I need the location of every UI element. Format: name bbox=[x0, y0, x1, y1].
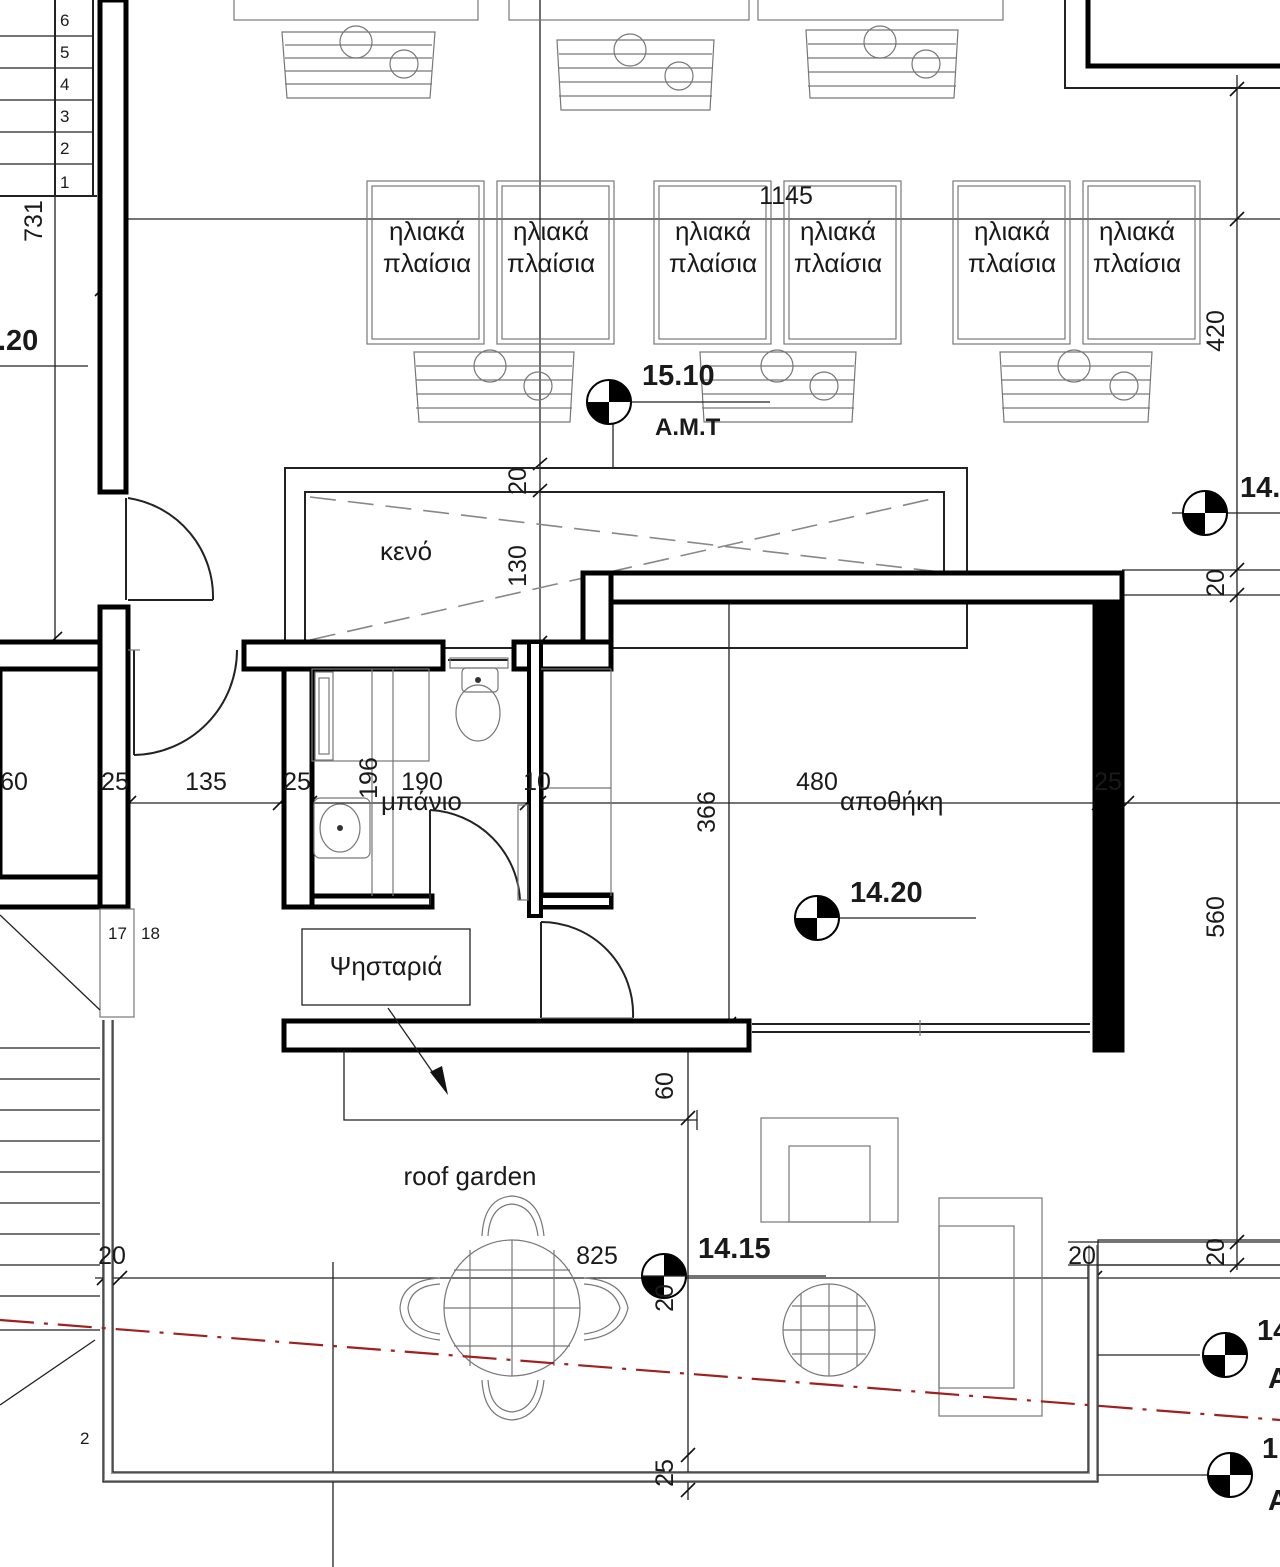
level-marker-panels bbox=[586, 379, 770, 425]
canopy bbox=[281, 1018, 752, 1130]
level-left-cut: .20 bbox=[0, 325, 38, 357]
level-garden: 14.15 bbox=[698, 1233, 771, 1265]
left-rooms bbox=[0, 497, 238, 910]
bathroom-room bbox=[241, 639, 529, 910]
amt-label: Α.Μ.Τ bbox=[655, 414, 721, 441]
garden-door bbox=[540, 920, 635, 1019]
level-right-top: 14. bbox=[1240, 472, 1280, 504]
garden-furniture bbox=[399, 1117, 1043, 1421]
solar-label-4b: πλαίσια bbox=[794, 248, 882, 278]
level-markers bbox=[586, 379, 1280, 1498]
stair-top-left bbox=[0, 0, 97, 197]
level-right-a1: A bbox=[1268, 1363, 1280, 1395]
solar-label-3b: πλαίσια bbox=[669, 248, 757, 278]
solar-label-1a: ηλιακά bbox=[389, 216, 465, 246]
stair-number-3: 3 bbox=[60, 107, 69, 126]
solar-label-3a: ηλιακά bbox=[675, 216, 751, 246]
property-line bbox=[0, 1318, 1280, 1422]
dim-10: 10 bbox=[523, 768, 551, 796]
dim-480: 480 bbox=[796, 768, 838, 796]
level-marker-garden bbox=[641, 1253, 826, 1299]
terrace bbox=[0, 908, 1280, 1483]
void-area bbox=[284, 420, 968, 649]
stair-number-2: 2 bbox=[60, 139, 69, 158]
bathroom-label: μπάνιο bbox=[381, 786, 462, 816]
level-right-bot: 1 bbox=[1262, 1433, 1278, 1465]
dim-130: 130 bbox=[504, 545, 532, 587]
solar-label-2b: πλαίσια bbox=[507, 248, 595, 278]
level-marker-right-bot bbox=[1207, 1452, 1253, 1498]
solar-label-4a: ηλιακά bbox=[800, 216, 876, 246]
void-label: κενό bbox=[380, 536, 432, 566]
dim-20-garden-left: 20 bbox=[98, 1242, 126, 1270]
level-marker-right-top bbox=[1172, 490, 1280, 536]
dim-20-garden-right: 20 bbox=[1068, 1242, 1096, 1270]
dim-420: 420 bbox=[1202, 310, 1230, 352]
solar-label-5b: πλαίσια bbox=[968, 248, 1056, 278]
solar-panels bbox=[233, 0, 1201, 423]
grill-box bbox=[301, 928, 471, 1095]
solar-label-2a: ηλιακά bbox=[513, 216, 589, 246]
stair-number-17: 17 bbox=[108, 924, 127, 943]
grill-label: Ψησταριά bbox=[330, 951, 443, 981]
roof-garden-label: roof garden bbox=[404, 1161, 537, 1191]
dim-196: 196 bbox=[355, 757, 383, 799]
dim-25-b: 25 bbox=[283, 768, 311, 796]
dim-20-small: 20 bbox=[651, 1284, 679, 1312]
level-panels: 15.10 bbox=[642, 360, 715, 392]
dim-190: 190 bbox=[401, 768, 443, 796]
solar-label-6b: πλαίσια bbox=[1093, 248, 1181, 278]
wall-upper-left bbox=[97, 0, 129, 495]
dim-25-a: 25 bbox=[101, 768, 129, 796]
dim-560: 560 bbox=[1202, 896, 1230, 938]
dim-60-canopy: 60 bbox=[651, 1072, 679, 1100]
level-right-mid: 14 bbox=[1257, 1315, 1280, 1347]
solar-label-6a: ηλιακά bbox=[1099, 216, 1175, 246]
storage-label: αποθήκη bbox=[840, 786, 943, 816]
dim-25-c: 25 bbox=[1094, 768, 1122, 796]
dim-60-left: 60 bbox=[0, 768, 28, 796]
dim-20-right: 20 bbox=[1202, 569, 1230, 597]
solar-label-5a: ηλιακά bbox=[974, 216, 1050, 246]
dim-25-bottom: 25 bbox=[651, 1459, 679, 1487]
dim-20-right-low: 20 bbox=[1202, 1238, 1230, 1266]
wall-top-right bbox=[1064, 0, 1280, 89]
stair-number-4: 4 bbox=[60, 75, 69, 94]
dim-731: 731 bbox=[20, 200, 48, 242]
dim-20-void: 20 bbox=[504, 467, 532, 495]
dim-135: 135 bbox=[185, 768, 227, 796]
dim-366: 366 bbox=[693, 791, 721, 833]
stair-number-5: 5 bbox=[60, 43, 69, 62]
stair-number-18: 18 bbox=[141, 924, 160, 943]
text-layer: 6 5 4 3 2 1 17 18 2 ηλιακά πλαίσια ηλιακ… bbox=[0, 11, 1280, 1517]
level-storage: 14.20 bbox=[850, 877, 923, 909]
stair-number-2-low: 2 bbox=[80, 1429, 89, 1448]
level-marker-storage bbox=[794, 895, 976, 941]
storage-room bbox=[511, 570, 1125, 1053]
level-right-a2: A bbox=[1268, 1485, 1280, 1517]
solar-label-1b: πλαίσια bbox=[383, 248, 471, 278]
dim-825: 825 bbox=[576, 1242, 618, 1270]
stair-number-6: 6 bbox=[60, 11, 69, 30]
level-marker-right-mid bbox=[1202, 1332, 1248, 1378]
stair-number-1: 1 bbox=[60, 173, 69, 192]
dim-1145: 1145 bbox=[759, 182, 813, 210]
